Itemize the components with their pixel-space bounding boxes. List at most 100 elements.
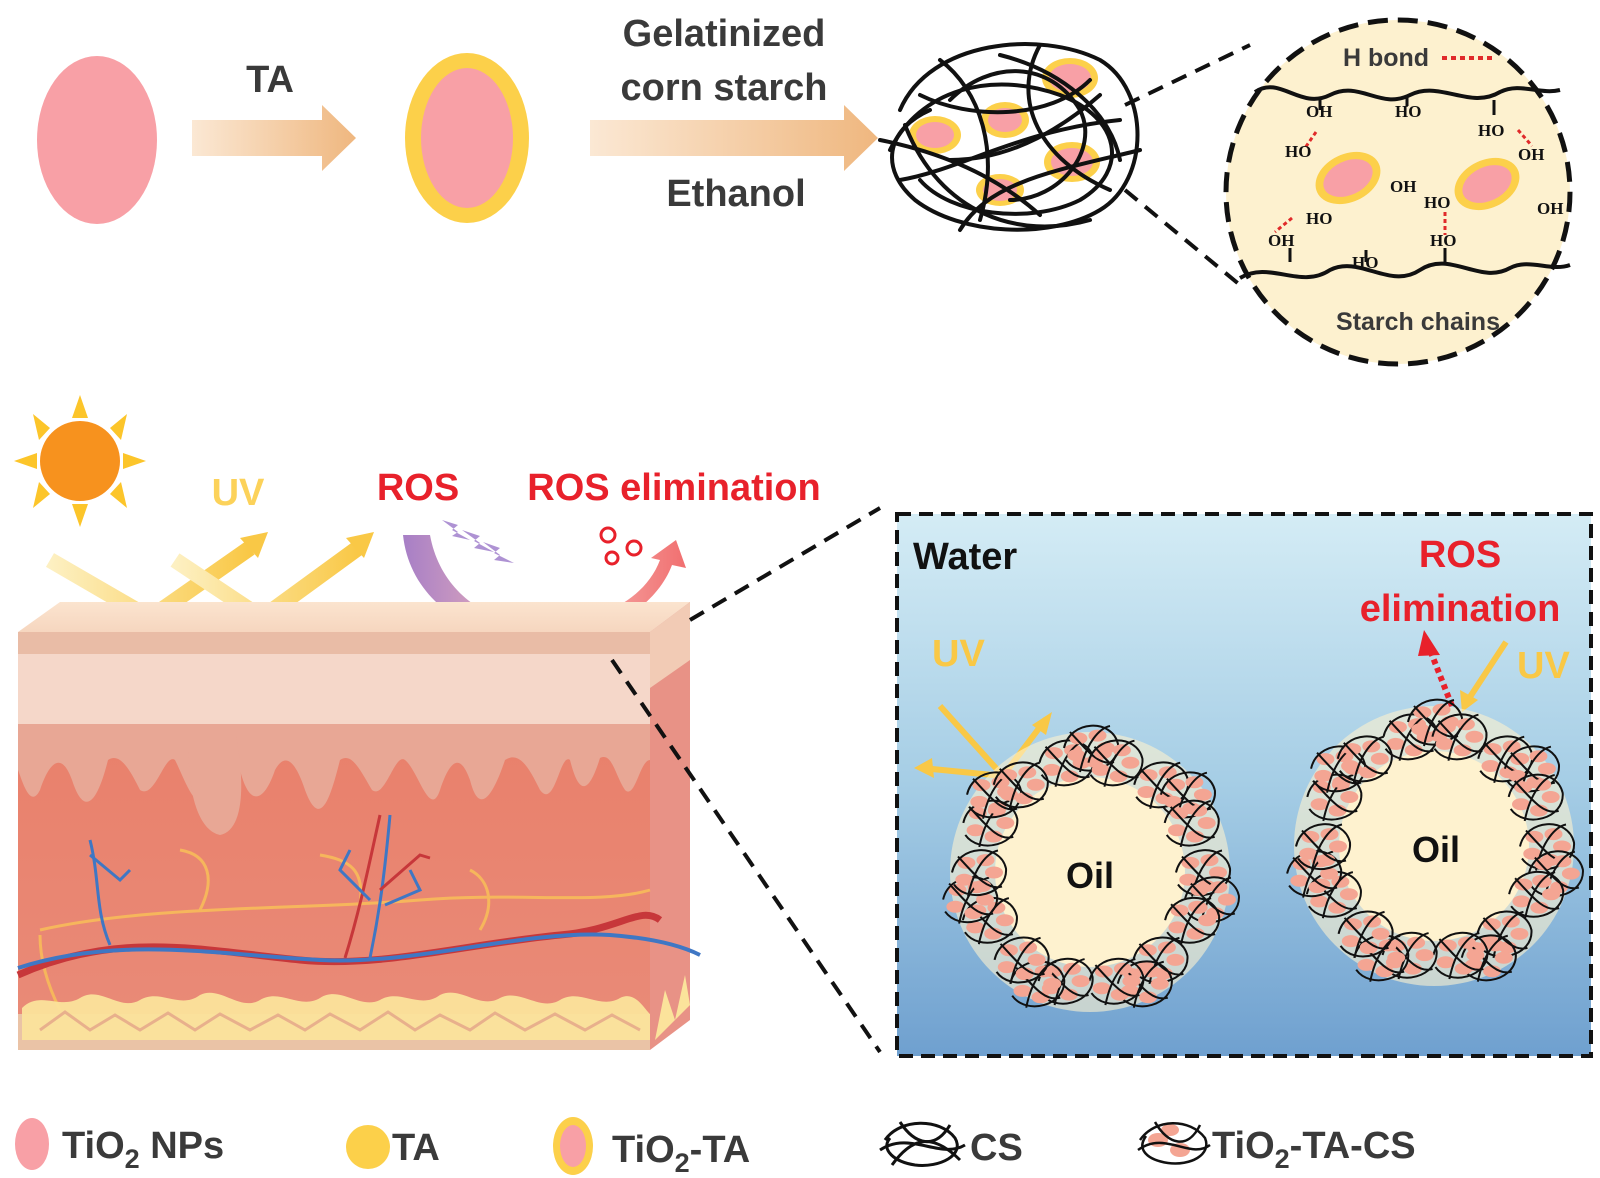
particle (1512, 895, 1531, 908)
fat-pattern (39, 1010, 641, 1032)
particle (970, 795, 989, 808)
particle (1043, 977, 1062, 990)
panel-ros-line1: ROS (1419, 534, 1501, 576)
svg-text:HO: HO (1285, 142, 1311, 161)
particle (1404, 744, 1423, 757)
particle (1013, 984, 1032, 997)
sun-icon (14, 395, 146, 527)
panel-uv-left: UV (932, 633, 985, 675)
particle (988, 802, 1007, 815)
particle (1121, 756, 1140, 769)
particle (996, 817, 1015, 829)
particle (984, 927, 1003, 940)
particle (995, 914, 1014, 927)
particle (1088, 729, 1107, 742)
svg-text:HO: HO (1430, 231, 1456, 250)
legend: TiO2 NPs TA TiO2-TA CS (15, 1117, 1416, 1178)
particle (1533, 778, 1552, 791)
ros-label: ROS (377, 467, 459, 509)
ros-escape-arrow (1427, 648, 1455, 708)
particle (1015, 967, 1034, 980)
particle (1019, 941, 1038, 954)
svg-text:OH: OH (1518, 145, 1544, 164)
particle (1457, 936, 1476, 949)
ros-elimination-label: ROS elimination (527, 467, 820, 509)
particle (1197, 817, 1216, 829)
particle (1544, 828, 1563, 841)
particle (1483, 965, 1502, 978)
particle (1317, 854, 1336, 866)
particle (1533, 875, 1552, 888)
ros-lightning-icon (442, 520, 514, 563)
starch-strand (1407, 698, 1464, 747)
starch-strand (1336, 735, 1393, 783)
starch-strand (1507, 773, 1564, 822)
svg-text:OH: OH (1390, 177, 1416, 196)
starch-strand (993, 936, 1050, 985)
particle (1189, 804, 1208, 817)
oil-label-left: Oil (1066, 855, 1114, 896)
panel-uv-right: UV (1517, 645, 1570, 687)
hbond-zoom: H bond OH HO HO HO (1223, 17, 1573, 367)
ta-legend-icon (346, 1125, 390, 1169)
starch-strand (1431, 713, 1488, 761)
emulsion-panel: Water ROS elimination UV UV Oil (895, 512, 1593, 1058)
starch-chain-bottom (1238, 261, 1571, 280)
particle (1042, 763, 1061, 776)
particle (1166, 953, 1185, 966)
particle (1109, 770, 1128, 783)
particle (1363, 915, 1382, 928)
legend-item-tio2-nps: TiO2 NPs (15, 1118, 224, 1174)
particle (1370, 752, 1389, 765)
particle (1200, 854, 1219, 867)
svg-text:OH: OH (1268, 231, 1294, 250)
particle (1027, 953, 1046, 966)
particle (1387, 951, 1406, 964)
particle (1168, 824, 1186, 837)
particle (1193, 788, 1212, 801)
svg-text:HO: HO (1424, 193, 1450, 212)
particle (1411, 723, 1430, 736)
skin-side-face (650, 602, 690, 1050)
starch-chain-top (1253, 85, 1561, 102)
particle (1359, 941, 1378, 954)
particle (997, 786, 1016, 798)
particle (1290, 874, 1309, 887)
particle (1386, 737, 1405, 750)
starch-label-line1: Gelatinized (623, 13, 826, 55)
particle (1481, 760, 1500, 772)
particle (1320, 828, 1339, 841)
particle (946, 900, 965, 913)
particle (1308, 881, 1327, 894)
starch-strand (1164, 896, 1221, 945)
rete-ridges (18, 724, 650, 809)
panel-connector-top (688, 506, 882, 622)
particle (1186, 830, 1204, 843)
particle (1299, 847, 1318, 860)
particle (1537, 762, 1556, 775)
particle (1209, 866, 1227, 879)
vein (17, 932, 701, 970)
particle (1113, 962, 1132, 975)
zoom-line-top (1124, 43, 1251, 107)
svg-text:OH: OH (1306, 102, 1332, 121)
particle (1018, 766, 1037, 779)
particle (1209, 881, 1228, 894)
starch-label-line2: corn starch (621, 67, 828, 109)
particle (976, 854, 995, 867)
particle (1031, 991, 1050, 1004)
particle (1403, 962, 1422, 975)
tio2-particle (37, 56, 157, 224)
hair-follicle (188, 730, 242, 835)
fat-side (655, 975, 690, 1040)
particle (1015, 792, 1034, 805)
particle (1371, 927, 1390, 940)
hydroxyl-groups: OH HO HO HO OH OH HO OH HO OH HO HO (1268, 102, 1563, 272)
particle (1340, 791, 1359, 803)
tio2-legend-icon (15, 1118, 49, 1170)
particle (1494, 951, 1513, 964)
particle (1198, 914, 1217, 927)
particle (1217, 893, 1236, 906)
starch-strand (992, 761, 1049, 809)
ros-spark-icons (599, 526, 643, 566)
